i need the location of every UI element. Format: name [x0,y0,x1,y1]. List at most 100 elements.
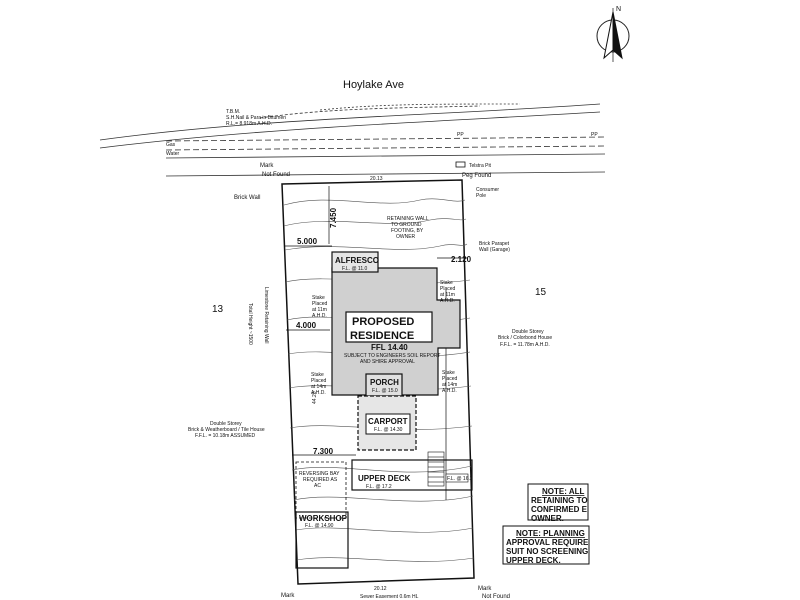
residence-ffl: FFL 14.40 [371,343,408,352]
reversing-bay-area [295,461,347,519]
lot-15: 15 [535,287,547,298]
stake-right-porch-3: at 14m [442,382,457,388]
brick-parapet-2: Wall (Garage) [479,247,510,253]
workshop-area [295,511,349,569]
right-house-2: Brick / Colorbond House [498,335,552,341]
reversing-bay-2: REQUIRED AS [303,477,338,483]
residence-line2: RESIDENCE [350,330,414,342]
consumer-pole-1: Consumer [476,187,499,193]
retaining-note-2: TO GROUND [391,222,422,228]
boundary-height-label: Total Height ~1500 [247,303,253,345]
stake-left-porch-2: Placed [311,378,327,384]
left-house-1: Double Storey [210,421,242,427]
boundary-wall-label: Limestone Retaining Wall [263,287,269,344]
brick-parapet-1: Brick Parapet [479,241,510,247]
carport-label-box [365,413,411,435]
retaining-note-4: OWNER [396,234,416,240]
pp-label-2: PP [591,132,598,138]
lot-13: 13 [212,304,224,315]
workshop-label: WORKSHOP [299,514,348,523]
stake-left-porch-3: at 14m [311,384,326,390]
gas-label: Gas [166,142,176,148]
residence-label-box [345,311,433,343]
north-label: N [616,6,621,13]
alfresco-label: ALFRESCO [335,256,379,265]
consumer-pole-2: Pole [476,193,486,199]
mark-not-found-top-2: Not Found [262,172,290,178]
note-retaining-2: CONFIRMED E [531,505,588,514]
note-retaining-heading: NOTE: ALL [542,487,584,496]
retaining-note-1: RETAINING WALL [387,216,429,222]
stake-right-porch-2: Placed [442,376,458,382]
stake-right-top-4: A.H.D. [440,298,455,304]
road-lines [99,103,601,149]
residence-line1: PROPOSED [352,316,414,328]
alfresco-fl: F.L. @ 11.0 [342,266,367,272]
stairs-icon [427,451,445,487]
stake-right-porch-1: Stake [442,370,455,376]
reversing-bay-3: AC [314,483,321,489]
mark-not-found-rear-3: Not Found [482,594,510,600]
note-retaining-box [527,483,589,521]
dim-side-length: 44.20 [312,391,318,404]
reversing-bay-1: REVERSING BAY [299,471,340,477]
porch-label: PORCH [370,378,399,387]
note-planning-box [502,525,590,565]
brick-wall-label: Brick Wall [234,195,260,201]
carport-label: CARPORT [368,417,408,426]
north-arrow-icon [596,8,630,62]
residence-note1: SUBJECT TO ENGINEERS SOIL REPORT [344,353,440,359]
dim-rear-left: 7.300 [313,447,334,456]
stake-left-top-1: Stake [312,295,325,301]
stake-left-porch-1: Stake [311,372,324,378]
porch-fl: F.L. @ 15.0 [372,388,398,394]
tbm-line1: T.B.M. [226,109,240,115]
note-planning-heading: NOTE: PLANNING [516,529,585,538]
telstra-pit-label: Telstra Pit [469,163,492,169]
stake-right-top-3: at 11m [440,292,455,298]
upper-deck-label: UPPER DECK [358,474,411,483]
note-planning-3: UPPER DECK. [506,556,561,565]
lot-boundary [281,179,475,585]
mark-not-found-rear-2: Mark [478,586,492,592]
dimension-lines [284,186,468,500]
note-retaining-1: RETAINING TO [531,496,588,505]
mark-not-found-top-1: Mark [260,163,274,169]
street-name: Hoylake Ave [343,79,404,91]
right-house-1: Double Storey [512,329,544,335]
note-planning-2: SUIT NO SCREENING [506,547,588,556]
left-house-2: Brick & Weatherboard / Tile House [188,427,265,433]
note-planning-1: APPROVAL REQUIRE [506,538,589,547]
mark-not-found-rear-1: Mark [281,593,295,599]
alfresco-area [331,251,379,273]
dim-right-setback: 2.120 [451,255,472,264]
tbm-line2: S.H.Nail & Para in Bitumen [226,115,286,121]
upper-deck-fl: F.L. @ 17.2 [366,484,392,490]
service-lines [165,136,606,177]
stake-right-top-1: Stake [440,280,453,286]
dim-front-setback: 7.450 [329,207,338,228]
dim-left-alfresco: 5.000 [297,237,318,246]
carport-fl: F.L. @ 14.30 [374,427,403,433]
water-label: Water [166,151,179,157]
stairs-fl: F.L. @ 16.2 [447,476,473,482]
note-retaining-3: OWNER. [531,514,564,523]
stake-left-top-2: Placed [312,301,328,307]
right-house-3: F.F.L. = 11.78m A.H.D. [500,342,550,348]
telstra-pit-icon [455,161,466,168]
dim-left-mid: 4.000 [296,321,317,330]
stake-right-top-2: Placed [440,286,456,292]
stake-right-porch-4: A.H.D. [442,388,457,394]
peg-found-top: Peg Found [462,173,491,179]
left-house-3: F.F.L. = 10.18m ASSUMED [195,433,256,439]
tbm-line3: R.L.= 8.918m A.H.D. [226,121,272,127]
upper-deck-area [351,459,473,491]
frontage-dim: 20.13 [370,176,383,182]
stake-left-top-4: A.H.D. [312,313,327,319]
residence-note2: AND SHIRE APPROVAL [360,359,415,365]
workshop-fl: F.L. @ 14.90 [305,523,334,529]
stake-left-top-3: at 11m [312,307,327,313]
rear-frontage-dim: 20.12 [374,586,387,592]
rear-note: Sewer Easement 0.6m HL [360,594,419,600]
